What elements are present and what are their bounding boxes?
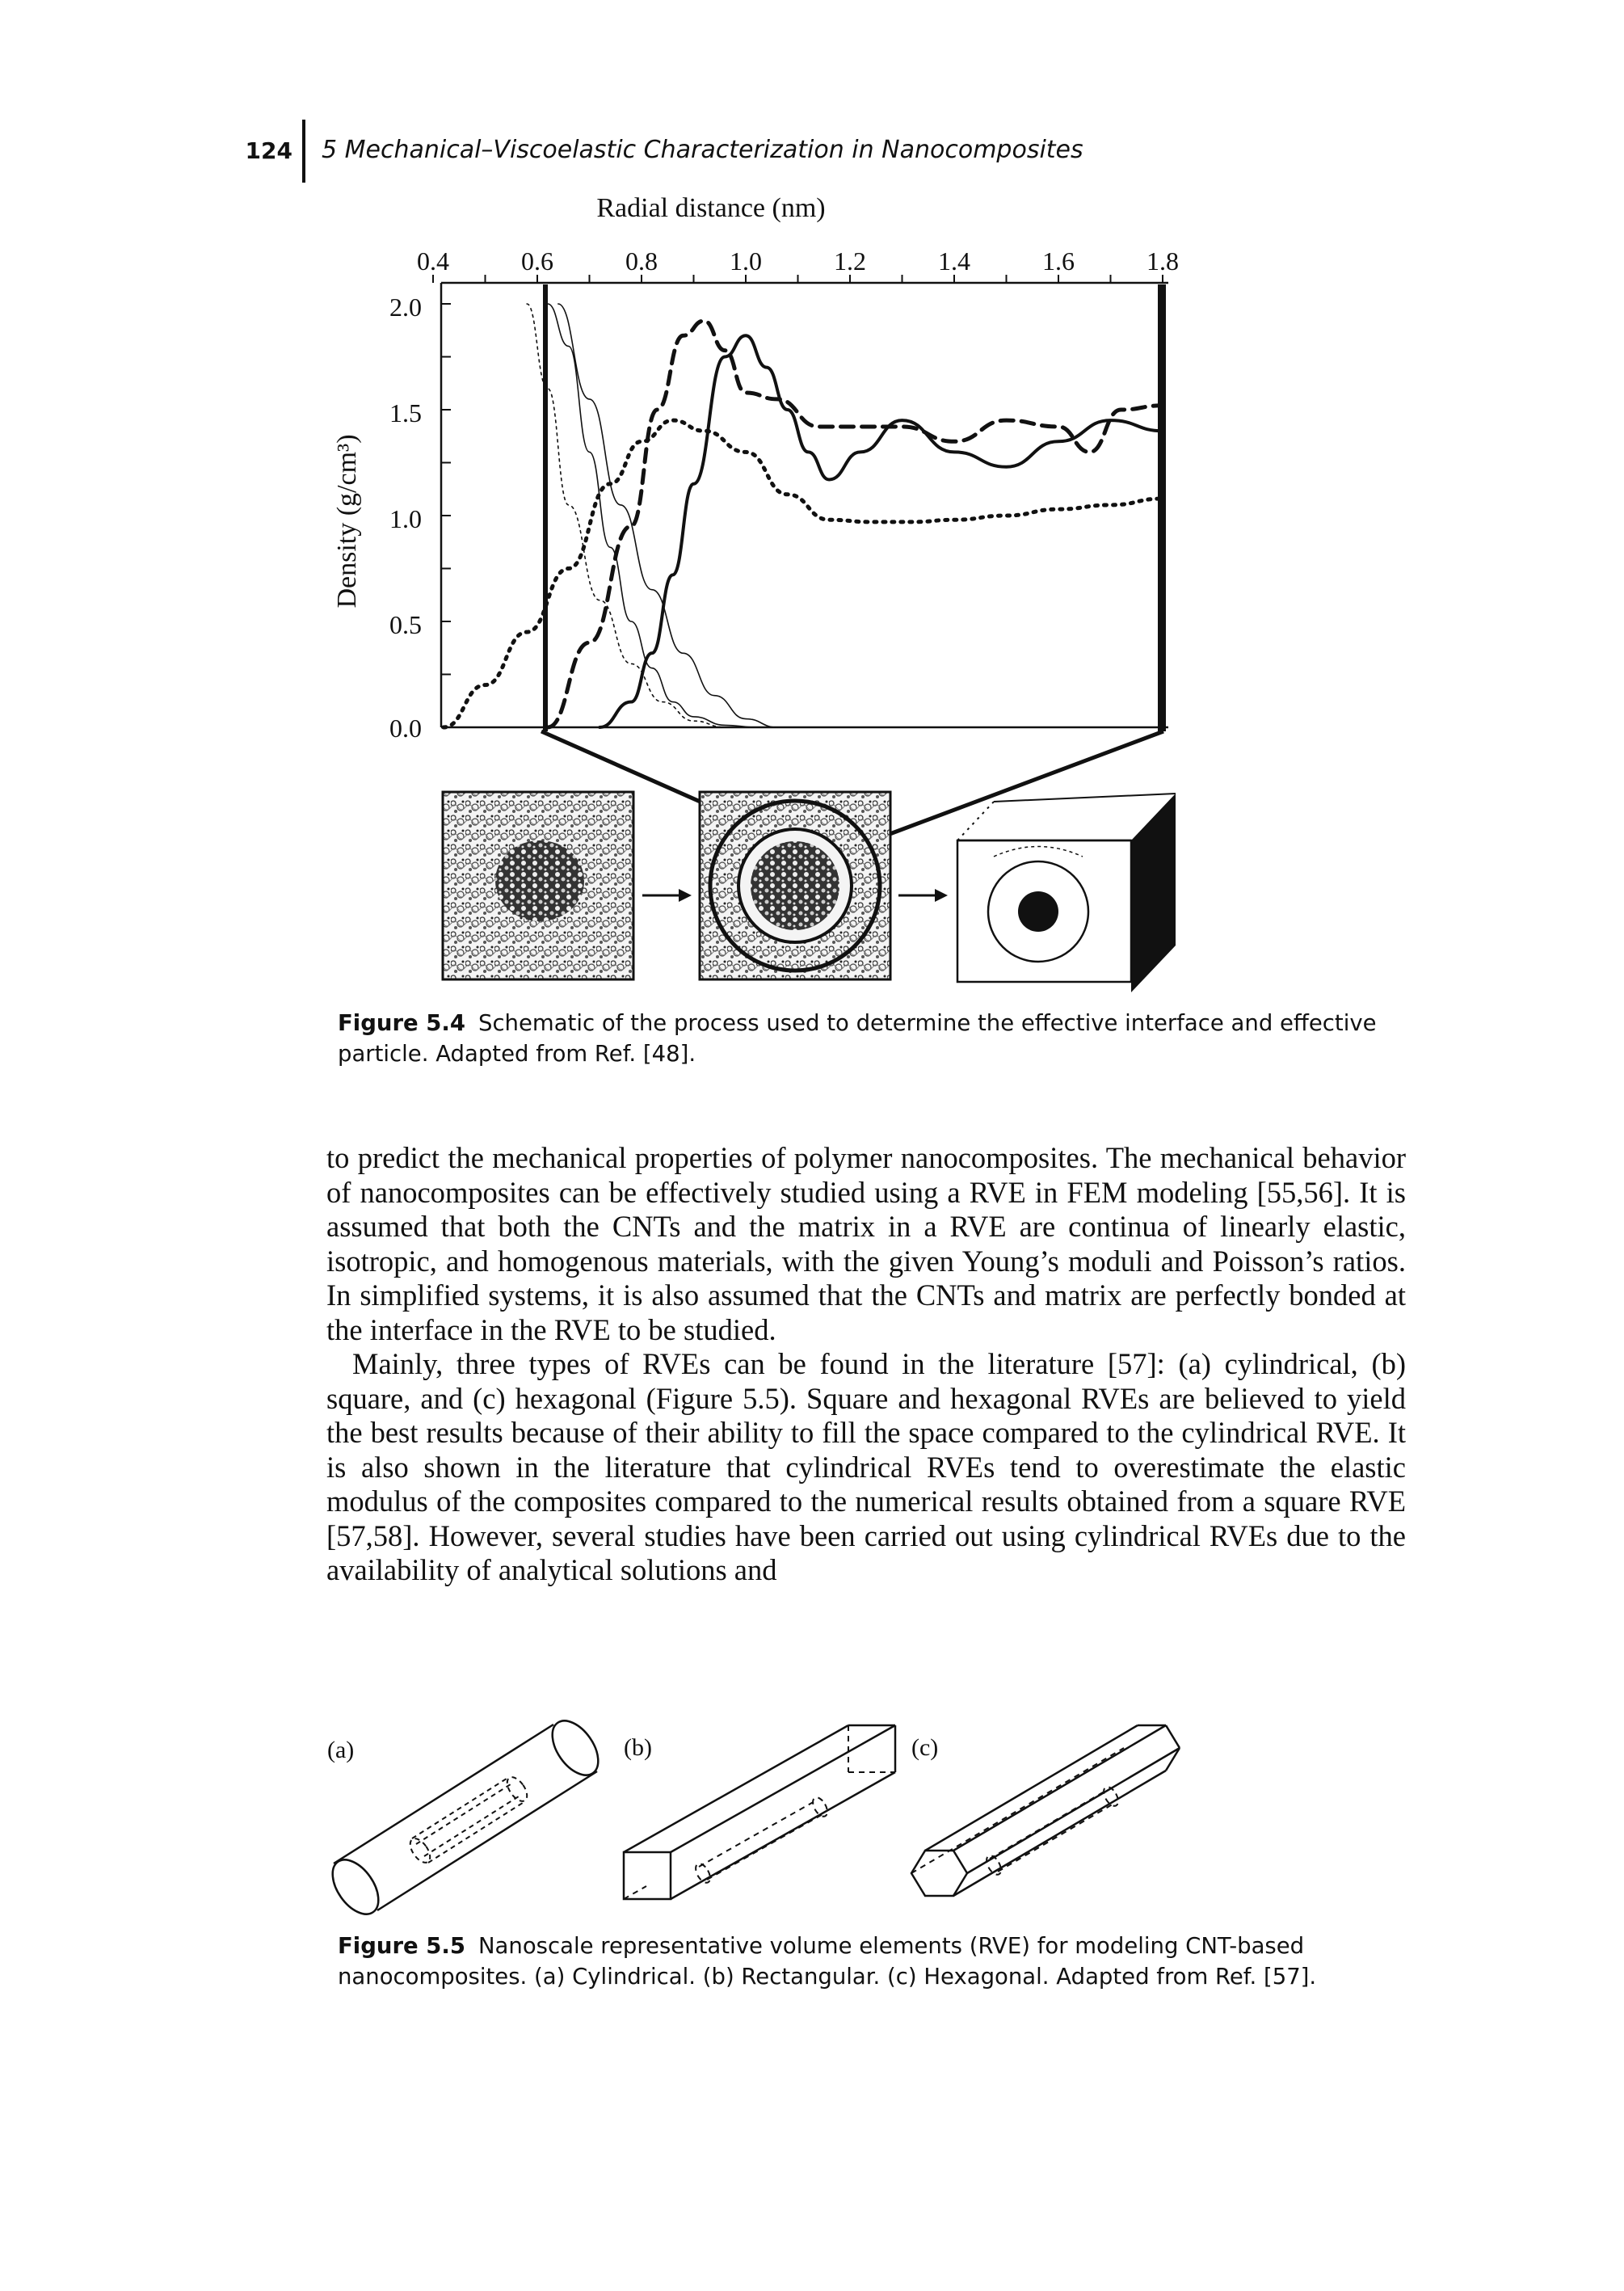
connector-line-right: [872, 729, 1164, 843]
x-tick-label: 1.0: [730, 246, 762, 276]
arrow-icon: [642, 889, 692, 902]
top-axis-title: Radial distance (nm): [596, 193, 825, 223]
y-tick-label: 0.0: [389, 714, 422, 743]
series-line-thick-dashed: [545, 318, 1165, 730]
x-tick-label: 1.4: [938, 246, 970, 276]
y-tick-label: 1.0: [389, 504, 422, 533]
effective-interface-image: [698, 790, 892, 981]
x-tick-label: 1.6: [1042, 246, 1075, 276]
vertical-boundaries: [543, 284, 1166, 731]
arrow-icon: [898, 889, 948, 902]
series-line-thin-solid: [547, 303, 757, 728]
body-text: to predict the mechanical properties of …: [326, 1141, 1406, 1588]
x-tick-label: 0.6: [521, 246, 553, 276]
panel-label-b: (b): [624, 1734, 652, 1761]
chapter-title: 5 Mechanical–Viscoelastic Characterizati…: [322, 136, 1083, 164]
rectangular-rve-illustration: [622, 1724, 897, 1901]
paragraph-2: Mainly, three types of RVEs can be found…: [326, 1347, 1406, 1586]
x-tick-label: 0.8: [625, 246, 658, 276]
md-snapshot-image: [441, 790, 635, 981]
cylindrical-rve-illustration: [331, 1720, 600, 1915]
paragraph-1: to predict the mechanical properties of …: [326, 1141, 1406, 1346]
y-tick-label: 0.5: [389, 610, 422, 639]
hexagonal-rve-illustration: [910, 1724, 1181, 1897]
caption-label: Figure 5.4: [338, 1010, 465, 1036]
y-ticks: [441, 303, 451, 728]
y-tick-label: 1.5: [389, 398, 422, 427]
caption-text: Nanoscale representative volume elements…: [338, 1933, 1317, 1990]
panel-label-c: (c): [911, 1734, 938, 1761]
series-line-thin-dotted: [526, 303, 726, 728]
figure-5-4-graphic: Radial distance (nm) Density (g/cm³) 0.4…: [332, 193, 1179, 992]
x-tick-label: 1.8: [1146, 246, 1179, 276]
y-tick-label: 2.0: [389, 293, 422, 322]
series-layer: [441, 303, 1165, 730]
x-tick-label: 0.4: [417, 246, 449, 276]
series-line-thick-solid: [598, 334, 1164, 729]
effective-particle-cube: [956, 793, 1176, 992]
caption-text: Schematic of the process used to determi…: [338, 1010, 1377, 1067]
series-line-thin-solid: [557, 303, 778, 728]
page-number: 124: [245, 137, 292, 164]
caption-label: Figure 5.5: [338, 1933, 465, 1959]
x-tick-label: 1.2: [834, 246, 866, 276]
panel-label-a: (a): [327, 1737, 354, 1763]
header-rule: [302, 120, 305, 183]
y-axis-title: Density (g/cm³): [332, 434, 362, 608]
series-line-dotted: [441, 418, 1165, 730]
x-ticks: [432, 275, 1163, 283]
